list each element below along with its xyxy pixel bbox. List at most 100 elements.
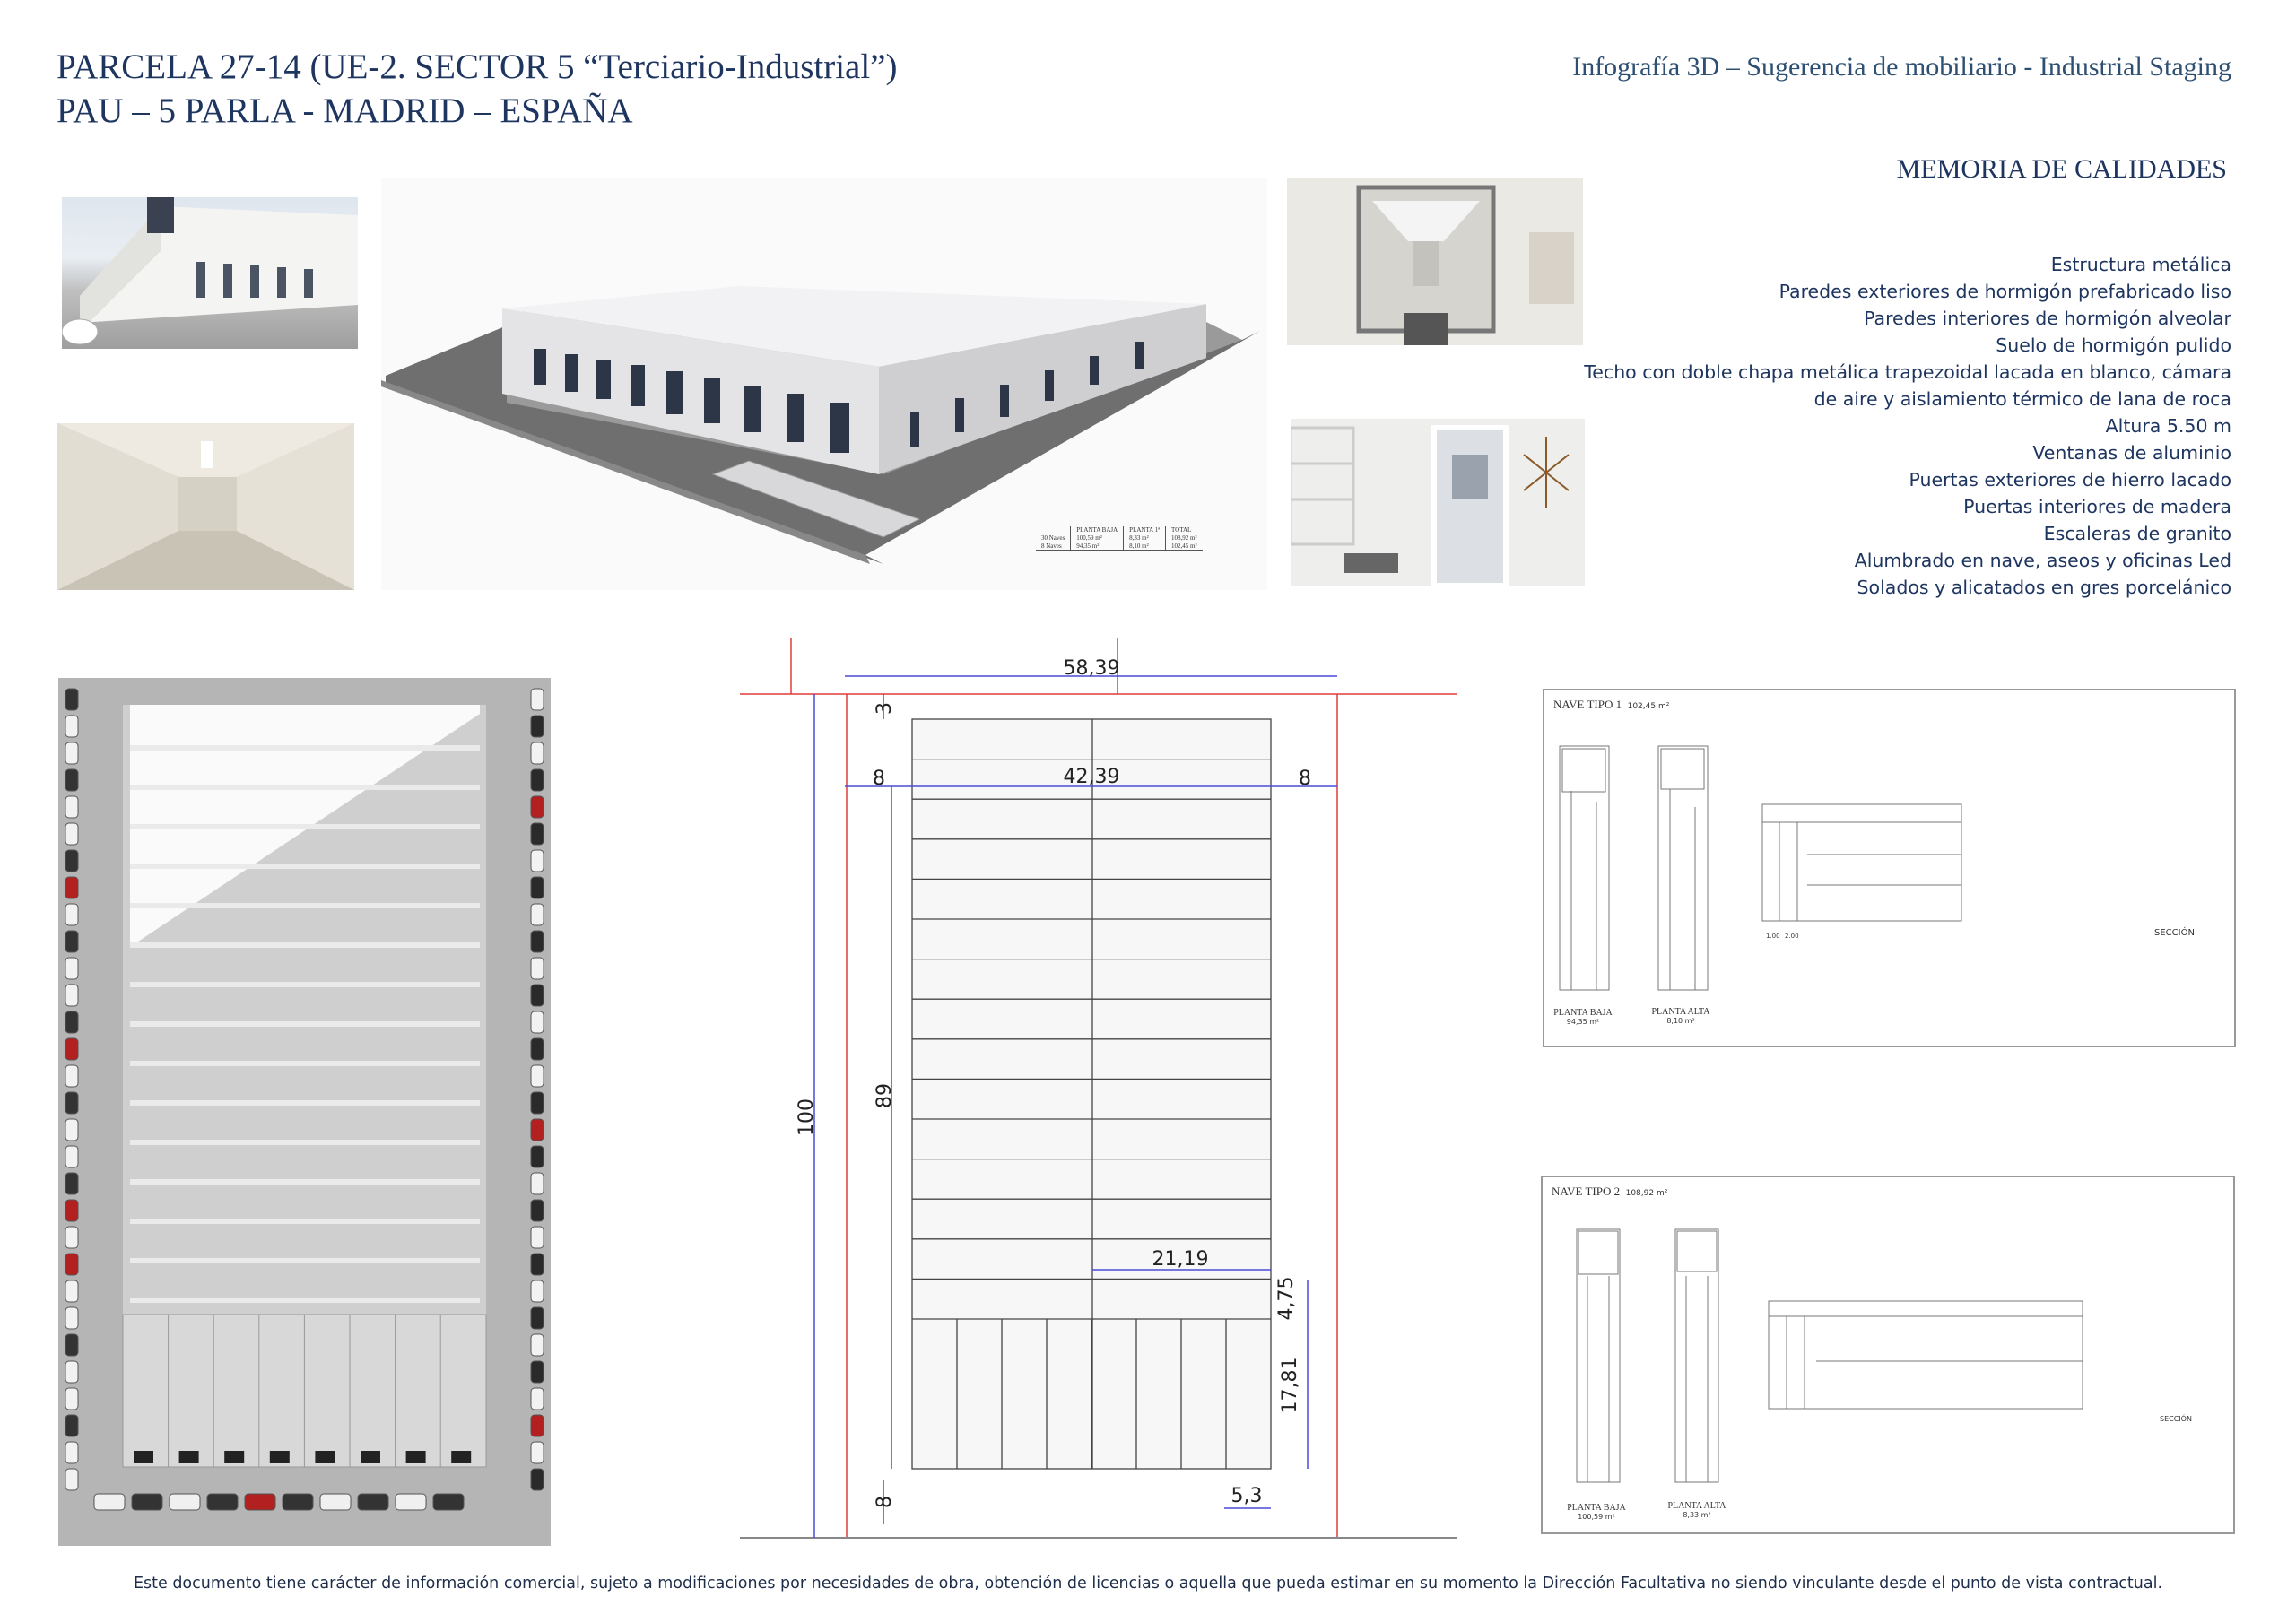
table-cell: 8,33 m²: [1123, 534, 1166, 542]
memoria-list: Estructura metálica Paredes exteriores d…: [1584, 251, 2231, 601]
parked-car: [65, 1226, 79, 1249]
parked-car: [65, 849, 79, 872]
parked-car: [65, 984, 79, 1007]
nave-1-planta-baja-label: PLANTA BAJA: [1553, 1008, 1613, 1018]
parked-car: [530, 742, 544, 765]
nave-1-title: NAVE TIPO 1 102,45 m²: [1553, 698, 1669, 712]
memoria-item: Paredes exteriores de hormigón prefabric…: [1779, 281, 2231, 302]
parked-car: [282, 1493, 314, 1511]
site-plan-render: [58, 678, 551, 1546]
memoria-title: MEMORIA DE CALIDADES: [1896, 154, 2227, 184]
parked-car: [395, 1493, 427, 1511]
nave-2-planta-baja-label: PLANTA BAJA: [1567, 1503, 1626, 1513]
parked-car: [65, 1360, 79, 1384]
interior-office-photo: [1287, 178, 1583, 345]
nave-1-planta-alta-label: PLANTA ALTA: [1651, 1007, 1710, 1017]
memoria-item: Altura 5.50 m: [2105, 415, 2231, 437]
roof-ridge: [130, 942, 480, 948]
parked-car: [65, 768, 79, 792]
parked-car: [65, 1037, 79, 1061]
memoria-item: Paredes interiores de hormigón alveolar: [1864, 308, 2231, 329]
dim-bottom-margin: 8: [874, 1496, 896, 1508]
document-subtitle: Infografía 3D – Sugerencia de mobiliario…: [1572, 52, 2231, 82]
roof-ridge: [130, 903, 480, 908]
area-table-header: PLANTA BAJA PLANTA 1ª TOTAL: [1036, 526, 1203, 534]
roof-ridge: [130, 1258, 480, 1263]
parked-car: [65, 1118, 79, 1141]
parked-car: [530, 822, 544, 846]
roof-ridge: [130, 1179, 480, 1185]
parked-car: [530, 1280, 544, 1303]
parked-car: [244, 1493, 276, 1511]
table-cell: 102,45 m²: [1165, 542, 1203, 551]
unit-door: [361, 1451, 380, 1463]
dim-inner-depth: 89: [874, 1083, 896, 1108]
parked-car: [65, 1253, 79, 1276]
nave-1-planta-alta-area: 8,10 m²: [1666, 1017, 1695, 1025]
nave-1-section-dim: 2.00: [1785, 933, 1799, 940]
dim-right-margin: 8: [1299, 768, 1311, 790]
parked-car: [131, 1493, 163, 1511]
parked-car: [357, 1493, 389, 1511]
site-plan-aerial: [58, 678, 551, 1546]
memoria-item: Techo con doble chapa metálica trapezoid…: [1584, 361, 2231, 383]
parked-car: [530, 1199, 544, 1222]
unit-door: [315, 1451, 335, 1463]
title-line-2: PAU – 5 PARLA - MADRID – ESPAÑA: [57, 91, 633, 130]
parked-car: [530, 1468, 544, 1491]
memoria-item: Alumbrado en nave, aseos y oficinas Led: [1854, 550, 2231, 571]
units-grid: [911, 718, 1272, 1470]
unit-door: [134, 1451, 153, 1463]
parked-car: [530, 1414, 544, 1437]
parked-car: [530, 957, 544, 980]
table-row: 8 Naves 94,35 m² 8,10 m² 102,45 m²: [1036, 542, 1203, 551]
parked-car: [530, 768, 544, 792]
parked-car: [530, 1037, 544, 1061]
nave-2-drawings: [1576, 1228, 2083, 1483]
nave-2-name: NAVE TIPO 2: [1552, 1185, 1621, 1198]
parked-car: [169, 1493, 201, 1511]
parked-car: [65, 1011, 79, 1034]
table-cell: PLANTA BAJA: [1070, 526, 1124, 534]
roof-ridge: [130, 785, 480, 790]
parked-car: [65, 1280, 79, 1303]
nave-2-seccion-label: SECCIÓN: [2160, 1415, 2192, 1423]
parked-car: [530, 715, 544, 738]
dim-unit-width: 5,3: [1231, 1485, 1263, 1507]
nave-1-name: NAVE TIPO 1: [1553, 698, 1622, 711]
parked-car: [530, 876, 544, 899]
memoria-item: Puertas exteriores de hierro lacado: [1909, 469, 2231, 490]
table-cell: 8,10 m²: [1123, 542, 1166, 551]
unit-door: [178, 1451, 199, 1463]
nave-1-planta-baja-area: 94,35 m²: [1566, 1018, 1600, 1026]
memoria-item: Solados y alicatados en gres porcelánico: [1857, 577, 2231, 598]
dim-row-depth: 4,75: [1275, 1277, 1298, 1321]
main-building-render: PLANTA BAJA PLANTA 1ª TOTAL 30 Naves 100…: [381, 178, 1267, 590]
parked-car: [65, 876, 79, 899]
parked-car: [65, 1199, 79, 1222]
dim-total-depth: 100: [796, 1098, 818, 1136]
parked-car: [65, 1414, 79, 1437]
title-line-1: PARCELA 27-14 (UE-2. SECTOR 5 “Terciario…: [57, 48, 898, 86]
parked-car: [530, 1145, 544, 1168]
table-cell: 94,35 m²: [1070, 542, 1124, 551]
interior-corridor-photo: [57, 423, 354, 590]
table-row: 30 Naves 100,59 m² 8,33 m² 108,92 m²: [1036, 534, 1203, 542]
unit-door: [269, 1451, 290, 1463]
parked-car: [65, 1468, 79, 1491]
nave-2-planta-alta-area: 8,33 m²: [1683, 1511, 1711, 1519]
parked-car: [65, 715, 79, 738]
parked-car: [65, 1172, 79, 1195]
roof-ridge: [130, 982, 480, 987]
parked-car: [530, 1441, 544, 1464]
nave-2-title: NAVE TIPO 2 108,92 m²: [1552, 1185, 1667, 1199]
parked-car: [206, 1493, 239, 1511]
parked-car: [65, 957, 79, 980]
building-3d-render: [381, 286, 1260, 564]
dim-left-margin: 8: [873, 768, 885, 790]
nave-1-drawings: [1559, 745, 1962, 991]
